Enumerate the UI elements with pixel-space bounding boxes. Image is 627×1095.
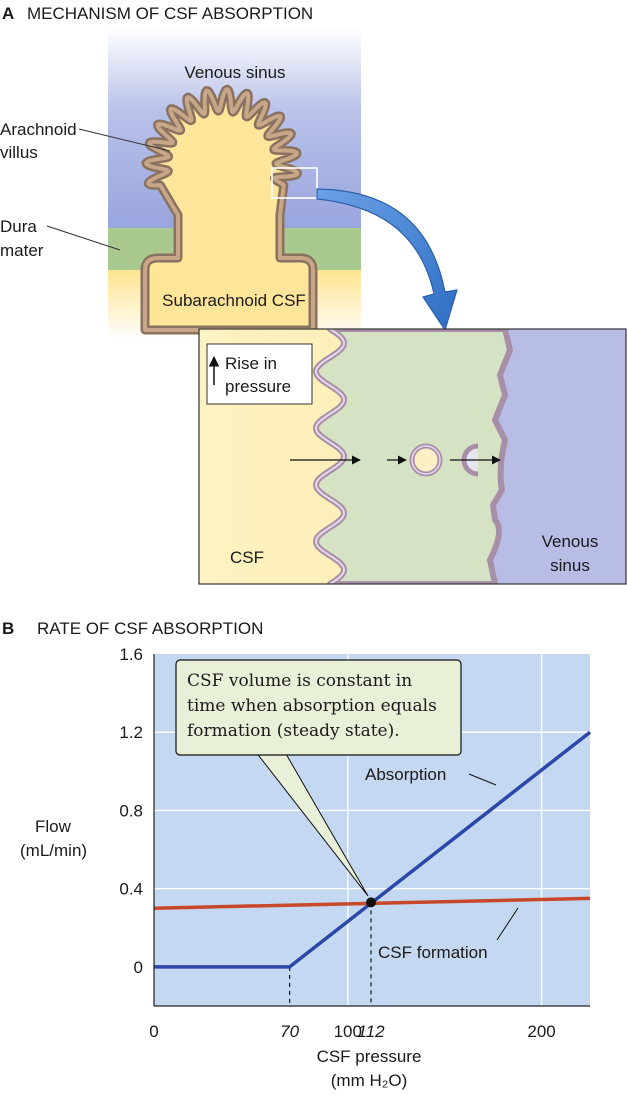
inset-venous-label-1: Venous [542, 532, 599, 551]
leader-arachnoid [78, 128, 171, 152]
callout-line-1: CSF volume is constant in [187, 671, 412, 691]
panel-b-letter: B [2, 619, 14, 638]
y-tick-label: 0.4 [119, 880, 143, 899]
inset-csf-label: CSF [230, 548, 264, 567]
y-tick-label: 1.6 [119, 645, 143, 664]
y-tick-label: 0 [134, 958, 143, 977]
villus-illustration [108, 28, 361, 340]
steady-state-callout: CSF volume is constant in time when abso… [175, 659, 462, 897]
y-tick-labels: 0 0.4 0.8 1.2 1.6 [119, 645, 143, 977]
callout-box [175, 659, 462, 756]
drop-lines [289, 902, 372, 1006]
inset-panel: Rise in pressure CSF Venous sinus [198, 328, 627, 585]
x-tick-label: 112 [357, 1022, 385, 1041]
rise-pressure-box [206, 343, 313, 405]
x-tick-label: 70 [280, 1022, 299, 1041]
x-tick-label: 200 [527, 1022, 555, 1041]
leader-dura [46, 225, 121, 251]
label-venous-sinus: Venous sinus [184, 63, 285, 82]
label-dura-2: mater [0, 241, 44, 260]
callout-line-2: time when absorption equals [187, 696, 437, 716]
panel-a-title: MECHANISM OF CSF ABSORPTION [27, 4, 313, 23]
panel-b-title: RATE OF CSF ABSORPTION [37, 619, 263, 638]
axes [153, 654, 590, 1007]
x-tick-label: 100 [334, 1022, 362, 1041]
panel-a-letter: A [2, 4, 14, 23]
leader-absorption [468, 773, 497, 786]
y-tick-label: 1.2 [119, 723, 143, 742]
villus-wall-highlight [315, 329, 345, 584]
x-axis-label-1: CSF pressure [317, 1047, 422, 1066]
panel-a: A MECHANISM OF CSF ABSORPTION Venous sin… [0, 4, 627, 585]
series-line-absorption [154, 730, 592, 969]
series-label-absorption: Absorption [365, 765, 446, 784]
label-arachnoid-1: Arachnoid [0, 120, 77, 139]
y-axis-label-1: Flow [35, 817, 72, 836]
y-axis-label-2: (mL/min) [20, 841, 87, 860]
x-axis-label-2: (mm H₂O) [331, 1071, 407, 1090]
panel-b: B RATE OF CSF ABSORPTION 0 0.4 0.8 1.2 1.6 0… [2, 619, 592, 1090]
label-arachnoid-2: villus [0, 143, 38, 162]
leader-formation [496, 907, 519, 941]
steady-state-point [366, 897, 377, 908]
rise-label-1: Rise in [225, 354, 277, 373]
label-subarachnoid-csf: Subarachnoid CSF [162, 291, 306, 310]
label-dura-1: Dura [0, 217, 37, 236]
callout-line-3: formation (steady state). [187, 721, 400, 741]
arachnoid-villus-highlight [143, 87, 315, 332]
magnify-box [271, 167, 318, 199]
x-tick-label: 0 [149, 1022, 158, 1041]
y-tick-label: 0.8 [119, 801, 143, 820]
series-label-formation: CSF formation [378, 943, 488, 962]
inset-venous-region [490, 329, 626, 584]
rise-label-2: pressure [225, 377, 291, 396]
inset-border [198, 328, 627, 585]
inset-venous-label-2: sinus [550, 556, 590, 575]
